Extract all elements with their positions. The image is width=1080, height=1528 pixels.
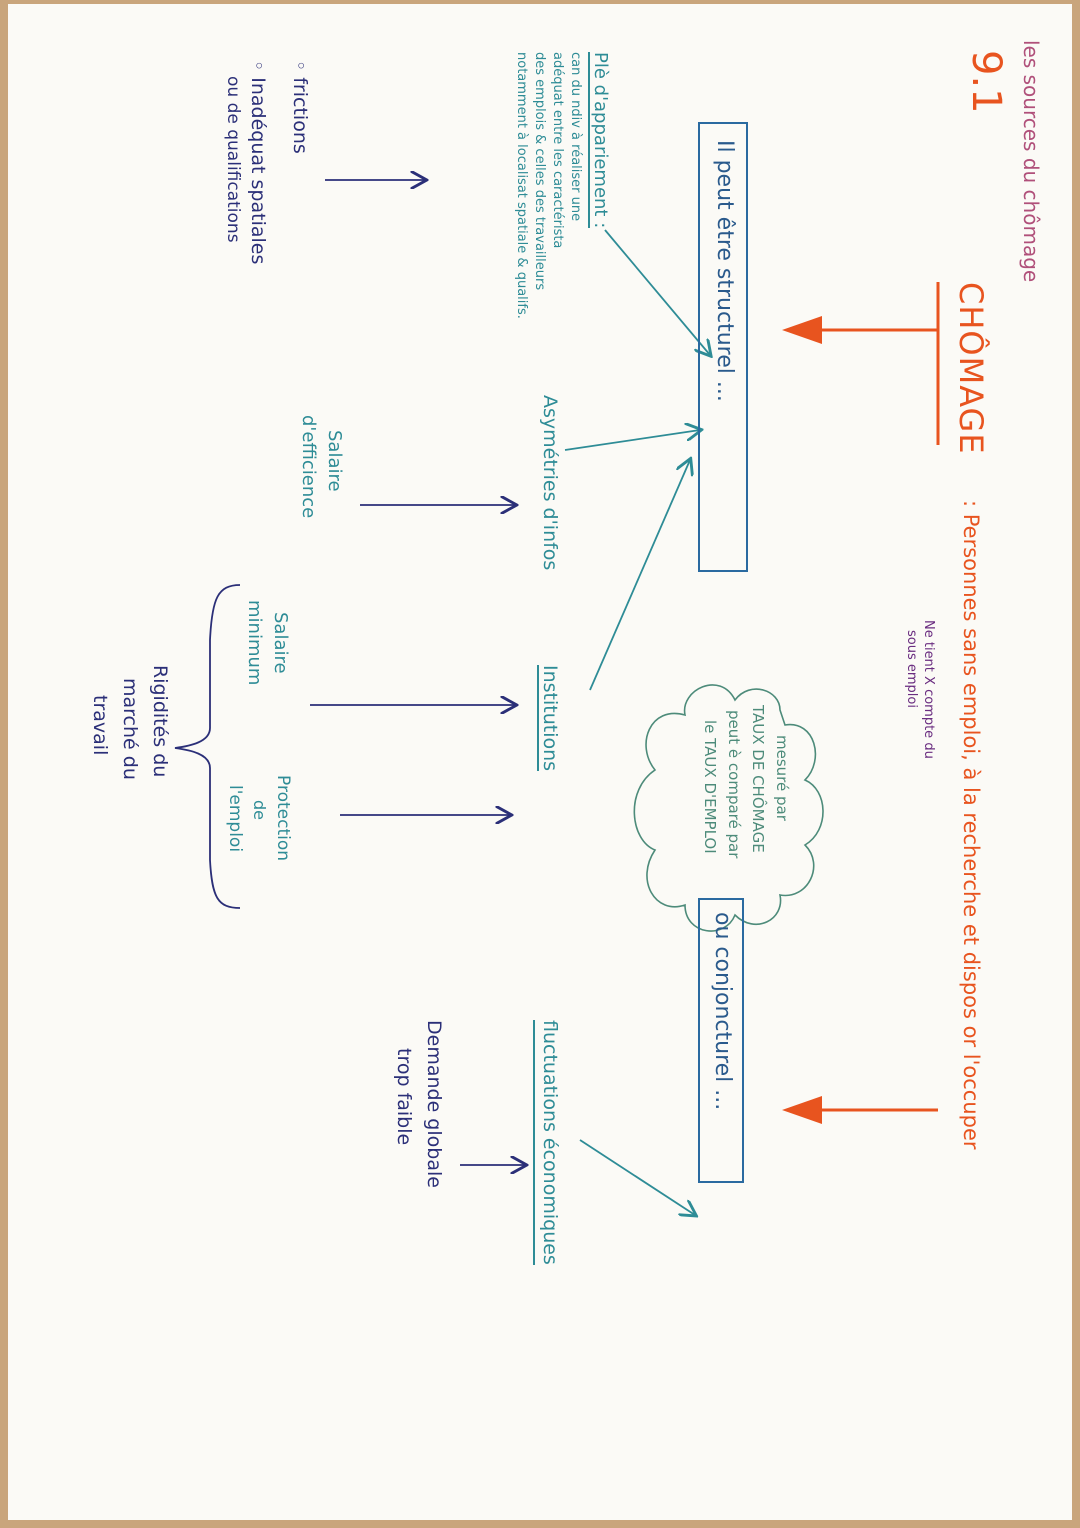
cloud-line2: TAUX DE CHÔMAGE [749,705,767,853]
protection-line2: de [250,800,269,820]
ple-line-2: adéquat entre les caractérista [550,52,565,249]
ple-line-1: can du ndiv à réaliser une [568,52,583,222]
salaire-efficience-line1: Salaire [324,430,345,492]
arrow-ple-to-structurel [604,229,710,355]
ple-title: Plè d'appariement : [588,52,611,229]
cloud-line3: peut è comparé par [725,710,743,859]
definition-term: CHÔMAGE [952,282,990,455]
institutions-label: Institutions [537,665,561,772]
brace-rigidites [174,584,241,909]
orange-arrowhead-structurel [782,316,822,344]
side-note-line1: Ne tient X compte du [921,620,936,759]
rigidites-line3: travail [89,695,111,756]
protection-line1: Protection [273,775,293,862]
fluctuations-label: fluctuations économiques [533,1020,561,1265]
arrow-asym-to-structurel [564,430,700,451]
definition-text: : Personnes sans emploi, à la recherche … [959,500,983,1150]
inadequation-line-1: ◦ Inadéquat spatiales [247,60,269,265]
rigidites-line2: marché du [119,678,141,780]
arrow-fluct-to-conjoncturel [579,1139,695,1215]
orange-arrowhead-conjoncturel [782,1096,822,1124]
cloud-shape [633,684,824,932]
frictions-label: ◦ frictions [289,60,311,154]
conjoncturel-label: ou conjoncturel ... [710,912,735,1111]
demande-line1: Demande globale [423,1020,445,1188]
salaire-efficience-line2: d'efficience [298,415,319,519]
cloud-line4: le TAUX D'EMPLOI [701,720,719,854]
ple-line-4: notamment à localisat spatiale & qualifs… [514,52,529,319]
chapter-number: 9.1 [963,50,1009,114]
cloud-line1: mesuré par [773,735,791,821]
asymetries-label: Asymétries d'infos [539,395,561,571]
structurel-label: Il peut être structurel ... [712,140,737,402]
side-note-line2: sous emploi [904,630,919,708]
inadequation-line-2: ou de qualifications [223,76,243,243]
salaire-minimum-line2: minimum [244,600,265,686]
rigidites-line1: Rigidités du [149,665,171,778]
header-subject: les sources du chômage [1019,40,1043,283]
demande-line2: trop faible [393,1048,415,1146]
arrow-institutions-to-structurel [589,460,690,691]
ple-line-3: des emplois & celles des travailleurs [532,52,547,291]
salaire-minimum-line1: Salaire [270,612,291,674]
protection-line3: l'emploi [225,785,245,853]
